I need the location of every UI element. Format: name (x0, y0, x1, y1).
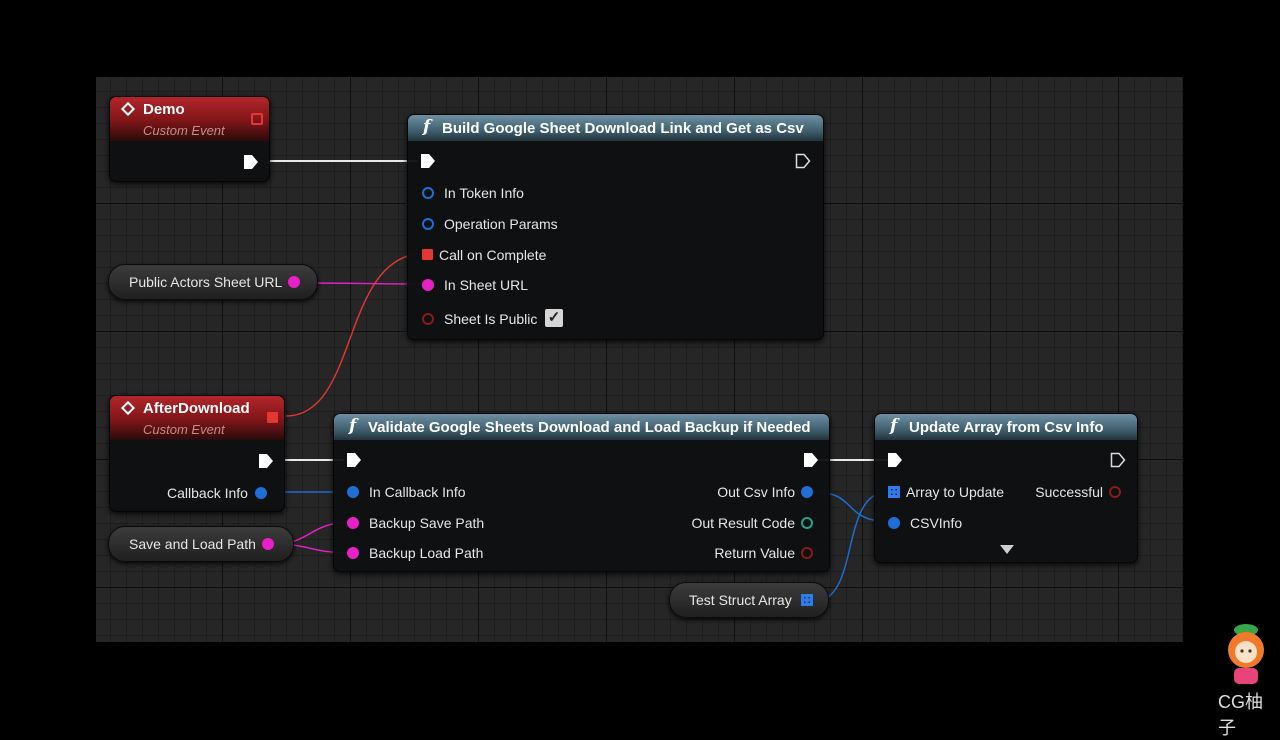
validate-download-node[interactable]: f Validate Google Sheets Download and Lo… (333, 413, 830, 572)
in-sheet-url-pin[interactable] (422, 279, 434, 291)
node-header (110, 97, 269, 141)
function-icon: f (349, 416, 357, 436)
backup-save-path-pin[interactable] (347, 517, 359, 529)
update-array-node[interactable]: f Update Array from Csv Info Array to Up… (874, 413, 1138, 563)
operation-params-pin[interactable] (422, 218, 434, 230)
exec-output-pin[interactable] (1110, 452, 1126, 468)
call-on-complete-label: Call on Complete (439, 247, 547, 263)
demo-event-node[interactable]: Demo Custom Event (109, 96, 270, 182)
exec-output-pin[interactable] (258, 453, 274, 469)
exec-output-pin[interactable] (803, 452, 819, 468)
exec-output-pin[interactable] (795, 153, 811, 169)
node-header (408, 115, 823, 141)
orange-mascot-icon (1228, 624, 1264, 684)
successful-label: Successful (1035, 484, 1103, 500)
public-actors-sheet-url-variable[interactable]: Public Actors Sheet URL (108, 264, 318, 300)
sheet-is-public-label: Sheet Is Public (444, 311, 538, 327)
backup-load-path-label: Backup Load Path (369, 545, 484, 561)
function-icon: f (890, 416, 898, 436)
out-result-code-label: Out Result Code (691, 515, 796, 531)
node-title: Build Google Sheet Download Link and Get… (442, 120, 804, 137)
node-title: Demo (143, 101, 185, 118)
exec-input-pin[interactable] (887, 452, 903, 468)
sheet-is-public-checkbox[interactable]: ✓ (545, 309, 563, 327)
node-header (110, 396, 284, 440)
array-to-update-pin[interactable] (888, 486, 900, 498)
callback-info-label: Callback Info (167, 485, 248, 501)
variable-label: Test Struct Array (689, 592, 792, 608)
variable-label: Public Actors Sheet URL (129, 274, 283, 290)
backup-load-path-pin[interactable] (347, 547, 359, 559)
after-download-event-node[interactable]: AfterDownload Custom Event Callback Info (109, 395, 285, 512)
sheet-is-public-pin[interactable] (422, 313, 434, 325)
node-title: AfterDownload (143, 400, 250, 417)
array-to-update-label: Array to Update (906, 484, 1005, 500)
node-title: Validate Google Sheets Download and Load… (368, 419, 811, 436)
call-on-complete-pin[interactable] (422, 249, 433, 260)
node-header (875, 414, 1137, 440)
exec-output-pin[interactable] (243, 154, 259, 170)
array-output-pin[interactable] (801, 594, 813, 606)
string-output-pin[interactable] (262, 538, 274, 550)
watermark-logo (1220, 618, 1272, 690)
delegate-output-pin[interactable] (267, 412, 278, 423)
backup-save-path-label: Backup Save Path (369, 515, 485, 531)
variable-label: Save and Load Path (129, 536, 256, 552)
save-and-load-path-variable[interactable]: Save and Load Path (108, 526, 294, 562)
expand-arrow-icon[interactable] (1000, 545, 1014, 555)
exec-input-pin[interactable] (346, 452, 362, 468)
build-download-link-node[interactable]: f Build Google Sheet Download Link and G… (407, 114, 824, 340)
operation-params-label: Operation Params (444, 216, 558, 232)
node-header (334, 414, 829, 440)
csvinfo-label: CSVInfo (910, 515, 963, 531)
out-result-code-pin[interactable] (801, 517, 813, 529)
node-subtitle: Custom Event (143, 123, 225, 138)
test-struct-array-variable[interactable]: Test Struct Array (669, 582, 829, 618)
node-title: Update Array from Csv Info (909, 419, 1104, 436)
node-subtitle: Custom Event (143, 422, 225, 437)
in-callback-info-pin[interactable] (347, 486, 359, 498)
watermark-text: CG柚子 (1218, 692, 1263, 738)
csvinfo-pin[interactable] (888, 517, 900, 529)
in-sheet-url-label: In Sheet URL (444, 277, 529, 293)
return-value-label: Return Value (714, 545, 795, 561)
successful-pin[interactable] (1109, 486, 1121, 498)
string-output-pin[interactable] (288, 276, 300, 288)
out-csv-info-pin[interactable] (801, 486, 813, 498)
in-token-info-pin[interactable] (422, 187, 434, 199)
delegate-output-pin[interactable] (251, 113, 263, 125)
return-value-pin[interactable] (801, 547, 813, 559)
out-csv-info-label: Out Csv Info (717, 484, 795, 500)
function-icon: f (423, 117, 431, 137)
in-callback-info-label: In Callback Info (369, 484, 466, 500)
callback-info-output-pin[interactable] (255, 487, 267, 499)
in-token-info-label: In Token Info (444, 185, 524, 201)
exec-input-pin[interactable] (420, 153, 436, 169)
